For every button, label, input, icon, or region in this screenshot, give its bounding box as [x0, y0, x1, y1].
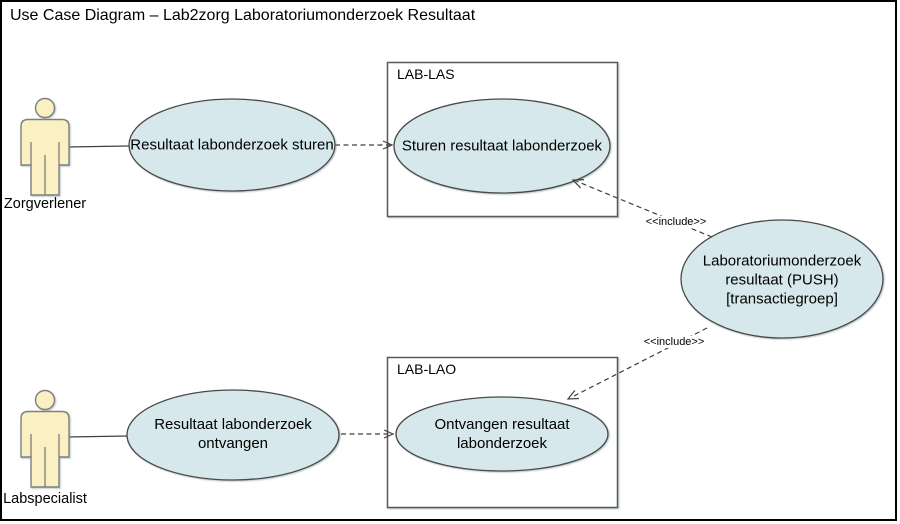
actor-zorgverlener-figure — [20, 97, 70, 196]
usecase-label-line: ontvangen — [197, 435, 269, 452]
actor-labspecialist-figure — [20, 389, 70, 488]
diagram-title: Use Case Diagram – Lab2zorg Laboratorium… — [10, 7, 476, 24]
include-connector-top-line — [575, 180, 713, 238]
system-boundary-lab-las-label: LAB-LAS — [397, 66, 455, 82]
actor-labspecialist-label: Labspecialist — [3, 491, 87, 507]
usecase-label-line: Ontvangen resultaat — [434, 416, 570, 433]
usecase-label-line: labonderzoek — [456, 435, 548, 452]
include-label-top: <<include>> — [643, 216, 709, 228]
system-boundary-lab-lao-label: LAB-LAO — [397, 361, 457, 377]
arrowhead-ontvangen — [383, 429, 395, 439]
usecase-label-sturen-resultaat-labonderzoek: Sturen resultaat labonderzoek — [402, 137, 602, 156]
actor-body-lines — [30, 142, 60, 195]
usecase-label-line: [transactiegroep] — [726, 290, 838, 308]
usecase-label-line: Resultaat labonderzoek sturen — [130, 136, 334, 154]
actor-zorgverlener-label: Zorgverlener — [3, 196, 87, 212]
actor-head — [34, 389, 56, 411]
actor-head — [34, 97, 56, 119]
usecase-label-line: Sturen resultaat labonderzoek — [401, 137, 603, 155]
usecase-label-resultaat-labonderzoek-sturen: Resultaat labonderzoek sturen — [130, 136, 333, 155]
usecase-label-line: Resultaat labonderzoek — [154, 416, 312, 433]
usecase-label-line: resultaat (PUSH) — [725, 271, 839, 289]
actor-body-lines — [30, 434, 60, 487]
arrowhead-include-bottom — [566, 390, 579, 400]
association-zorgverlener-line — [66, 145, 131, 148]
arrowhead-include-top — [571, 179, 585, 189]
usecase-ellipse-resultaat-labonderzoek-ontvangen — [126, 389, 340, 481]
usecase-label-resultaat-labonderzoek-ontvangen: Resultaat labonderzoek ontvangen — [154, 415, 312, 453]
usecase-label-ontvangen-resultaat-labonderzoek: Ontvangen resultaat labonderzoek — [434, 415, 569, 453]
usecase-ellipse-laboratoriumonderzoek-resultaat-push — [680, 219, 884, 339]
usecase-label-line: Laboratoriumonderzoek — [702, 252, 862, 270]
usecase-label-laboratoriumonderzoek-resultaat-push: Laboratoriumonderzoek resultaat (PUSH) [… — [703, 252, 861, 309]
include-label-bottom: <<include>> — [641, 336, 707, 348]
usecase-ellipse-ontvangen-resultaat-labonderzoek — [395, 396, 609, 472]
arrowhead-sturen — [382, 140, 394, 150]
usecase-ellipse-resultaat-labonderzoek-sturen — [128, 98, 336, 192]
usecase-ellipse-sturen-resultaat-labonderzoek — [393, 98, 611, 194]
association-labspecialist-line — [66, 435, 129, 438]
